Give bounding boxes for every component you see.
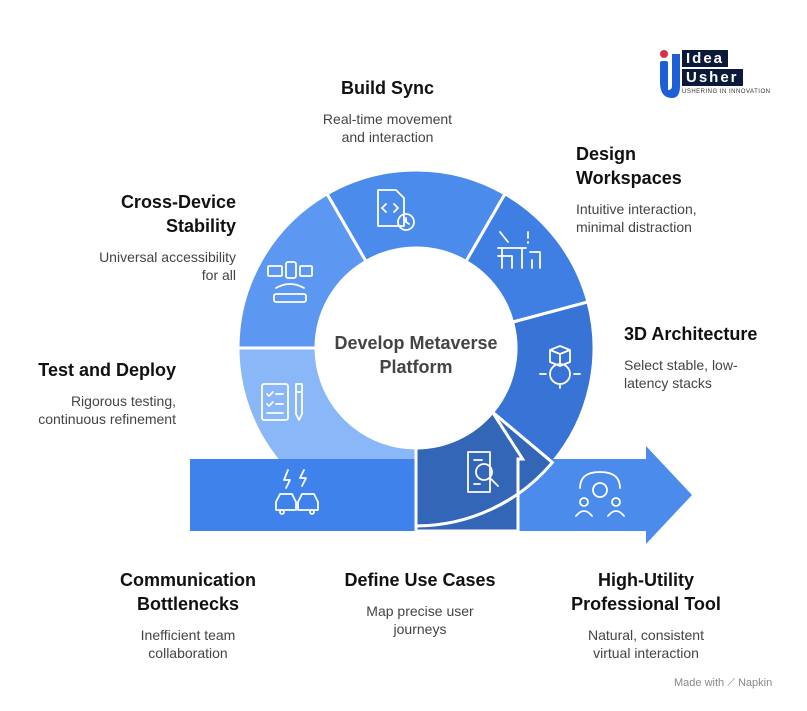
- footer-brand: Napkin: [737, 677, 773, 689]
- title-3d-architecture: 3D Architecture: [624, 324, 758, 344]
- logo-word-usher: Usher: [682, 69, 743, 86]
- ring-hole: [317, 249, 515, 447]
- document-search-icon: [467, 451, 499, 493]
- center-title: Develop Metaverse Platform: [316, 331, 516, 379]
- idea-usher-logo: Idea Usher USHERING IN INNOVATION: [658, 46, 788, 102]
- center-title-line-2: Platform: [379, 357, 453, 377]
- desc-3d-architecture: Select stable, low-latency stacks: [624, 357, 738, 391]
- title-build-sync: Build Sync: [340, 78, 434, 98]
- center-title-line-1: Develop Metaverse: [334, 333, 498, 353]
- made-with-napkin: Made with ⟋ Napkin: [674, 677, 772, 690]
- title-test-and-deploy: Test and Deploy: [38, 360, 176, 380]
- logo-tagline: USHERING IN INNOVATION: [682, 89, 771, 95]
- cube-gear-icon: [539, 345, 581, 389]
- team-gear-icon: [575, 471, 625, 517]
- ring-segment-cross-device-stability: [236, 191, 369, 350]
- footer-made-with: Made with: [674, 677, 725, 689]
- logo-word-idea: Idea: [682, 50, 729, 67]
- label-3d-architecture: 3D Architecture Select stable, low-laten…: [624, 322, 794, 392]
- workspace-desk-icon: [497, 231, 541, 269]
- desc-design-workspaces: Intuitive interaction,minimal distractio…: [576, 201, 697, 235]
- logo-mark-icon: [660, 50, 680, 98]
- title-define-use-cases: Define Use Cases: [344, 570, 496, 590]
- bar-segment-communication-bottlenecks: [190, 459, 416, 531]
- label-test-and-deploy: Test and Deploy Rigorous testing,continu…: [10, 358, 176, 428]
- ring-segment-define-use-cases-lower: [414, 411, 555, 533]
- napkin-icon: ⟋: [727, 677, 735, 689]
- checklist-pen-icon: [261, 383, 303, 421]
- code-clock-icon: [377, 189, 415, 231]
- devices-router-icon: [267, 261, 313, 303]
- desc-test-and-deploy: Rigorous testing,continuous refinement: [38, 393, 176, 427]
- conflict-cars-icon: [275, 469, 319, 515]
